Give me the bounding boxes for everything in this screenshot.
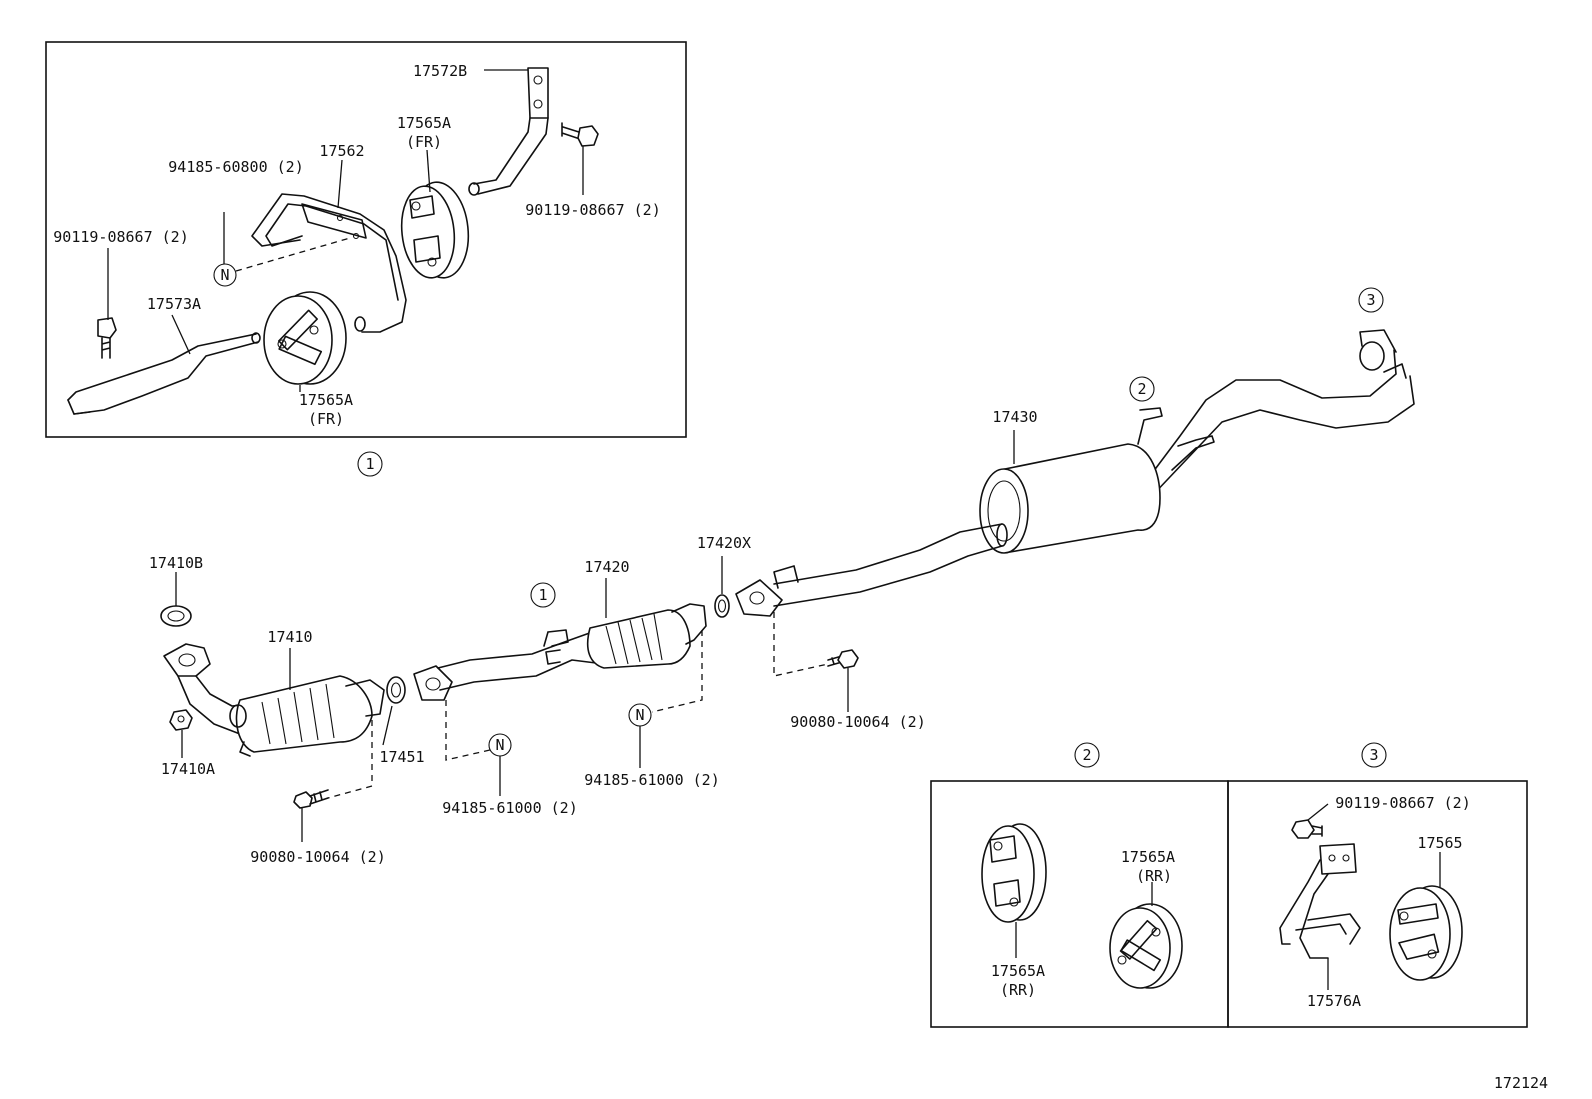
label-94185-61000-left: 94185-61000 (2)	[442, 799, 577, 817]
label-17565A-rr-right: 17565A	[1121, 848, 1175, 866]
label-17420X: 17420X	[697, 534, 751, 552]
bracket-17576A	[1279, 843, 1361, 959]
svg-text:1: 1	[538, 586, 547, 604]
label-17565A-rr-left: 17565A	[991, 962, 1045, 980]
svg-text:N: N	[635, 706, 644, 724]
label-90119-08667-box3: 90119-08667 (2)	[1335, 794, 1470, 812]
bracket-17572B	[468, 67, 549, 196]
label-fr-bottom: (FR)	[308, 410, 344, 428]
gasket-17420X	[714, 594, 730, 618]
n-marker-center: N	[628, 703, 652, 727]
bracket-17562	[251, 193, 407, 333]
rubber-hanger-17565A-fr-bottom	[263, 291, 347, 385]
label-17573A: 17573A	[147, 295, 201, 313]
label-17420: 17420	[584, 558, 629, 576]
rubber-hanger-17565A-rr-left	[981, 823, 1047, 923]
svg-text:1: 1	[365, 455, 374, 473]
n-marker-detail-text: N	[220, 266, 229, 284]
center-pipe	[735, 523, 1008, 617]
label-94185-61000-right: 94185-61000 (2)	[584, 771, 719, 789]
n-marker-lower-left: N	[488, 733, 512, 757]
bolt-box3	[1291, 819, 1323, 839]
rubber-hanger-17565A-rr-right	[1109, 903, 1183, 989]
svg-text:N: N	[495, 736, 504, 754]
bracket-17573A	[67, 332, 261, 415]
muffler-17430	[979, 443, 1161, 554]
label-17565A-fr-top: 17565A	[397, 114, 451, 132]
label-90080-10064-left: 90080-10064 (2)	[250, 848, 385, 866]
manifold-converter-17410	[163, 643, 385, 757]
label-fr-top: (FR)	[406, 133, 442, 151]
label-rr-right: (RR)	[1136, 867, 1172, 885]
label-17565: 17565	[1417, 834, 1462, 852]
svg-text:3: 3	[1366, 291, 1375, 309]
nut-17410A	[169, 709, 193, 731]
label-17565A-fr-bottom: 17565A	[299, 391, 353, 409]
label-17572B: 17572B	[413, 62, 467, 80]
label-17562: 17562	[319, 142, 364, 160]
callout-2-box: 2	[1074, 742, 1100, 768]
bolt-top-right	[561, 122, 599, 147]
label-17451: 17451	[379, 748, 424, 766]
svg-text:2: 2	[1137, 380, 1146, 398]
bolt-center-right	[827, 649, 859, 669]
label-94185-60800: 94185-60800 (2)	[168, 158, 303, 176]
label-17410A: 17410A	[161, 760, 215, 778]
label-rr-left: (RR)	[1000, 981, 1036, 999]
svg-text:2: 2	[1082, 746, 1091, 764]
label-17430: 17430	[992, 408, 1037, 426]
label-17410B: 17410B	[149, 554, 203, 572]
callout-2-main: 2	[1129, 376, 1155, 402]
bolt-top-left	[97, 317, 117, 359]
detail-box-2	[930, 780, 1229, 1028]
bolt-lower-left	[293, 789, 329, 809]
svg-text:3: 3	[1369, 746, 1378, 764]
tail-pipe	[1137, 329, 1415, 499]
figure-number: 172124	[1494, 1074, 1548, 1092]
converter-17420	[413, 603, 707, 701]
callout-3-main: 3	[1358, 287, 1384, 313]
rubber-hanger-17565	[1389, 885, 1463, 981]
label-90080-10064-right: 90080-10064 (2)	[790, 713, 925, 731]
gasket-17410B	[160, 605, 192, 627]
rubber-hanger-17565A-fr-top	[400, 181, 470, 279]
gasket-17451	[386, 676, 406, 704]
callout-1-main: 1	[530, 582, 556, 608]
label-90119-08667-top-right: 90119-08667 (2)	[525, 201, 660, 219]
callout-3-box: 3	[1361, 742, 1387, 768]
callout-1-detail: 1	[357, 451, 383, 477]
detail-box-1	[45, 41, 687, 438]
label-17576A: 17576A	[1307, 992, 1361, 1010]
label-17410: 17410	[267, 628, 312, 646]
detail-box-3	[1227, 780, 1528, 1028]
n-marker-detail: N	[213, 263, 237, 287]
label-90119-08667-top-left: 90119-08667 (2)	[53, 228, 188, 246]
